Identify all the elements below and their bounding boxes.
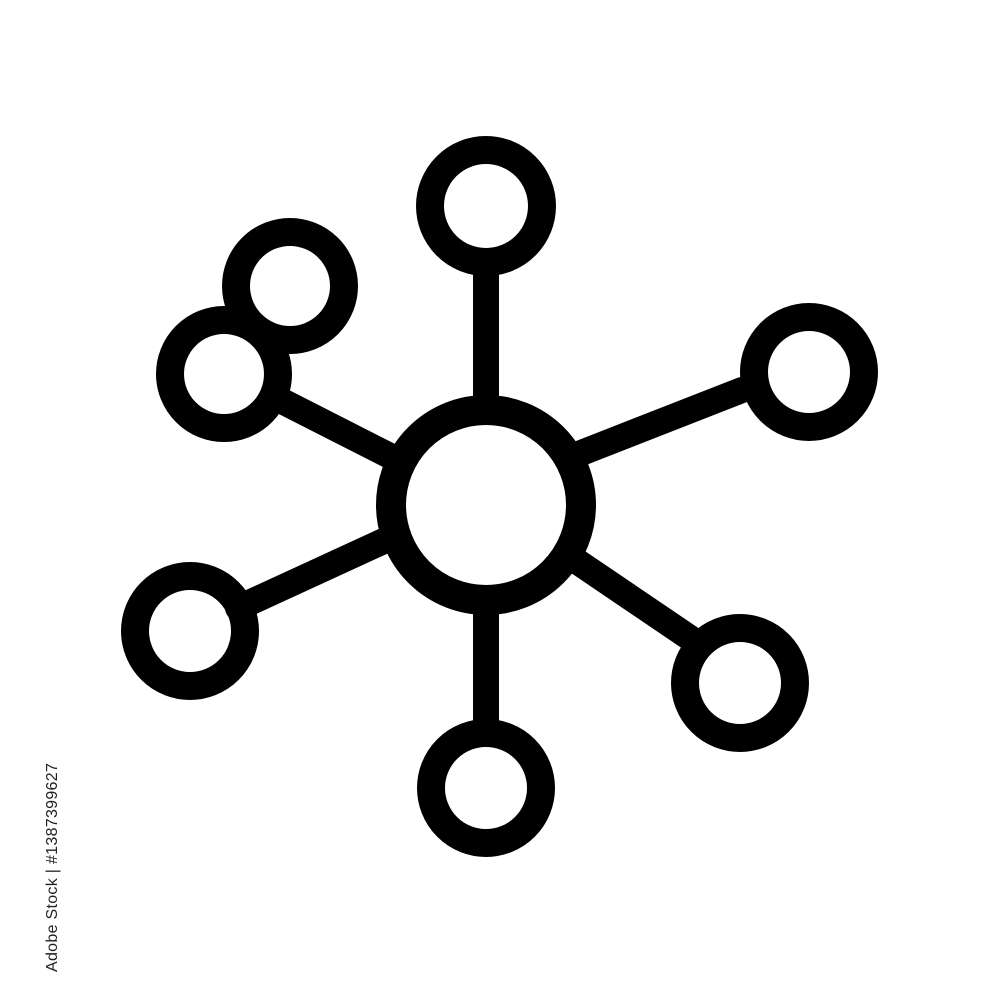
node-bottom bbox=[417, 719, 555, 857]
node-top bbox=[416, 136, 556, 276]
node-right bbox=[740, 303, 878, 441]
node-upper-left-top bbox=[222, 218, 358, 354]
node-lower-right bbox=[671, 614, 809, 752]
connector-left bbox=[225, 527, 399, 621]
connector-right bbox=[563, 377, 755, 468]
center-hub-node bbox=[376, 395, 596, 615]
node-left bbox=[121, 562, 259, 700]
watermark-id-text: Adobe Stock | #1387399627 bbox=[44, 762, 61, 972]
connector-upper-left bbox=[263, 385, 401, 468]
connector-lower-right bbox=[562, 547, 703, 651]
node-upper-left bbox=[156, 306, 292, 442]
